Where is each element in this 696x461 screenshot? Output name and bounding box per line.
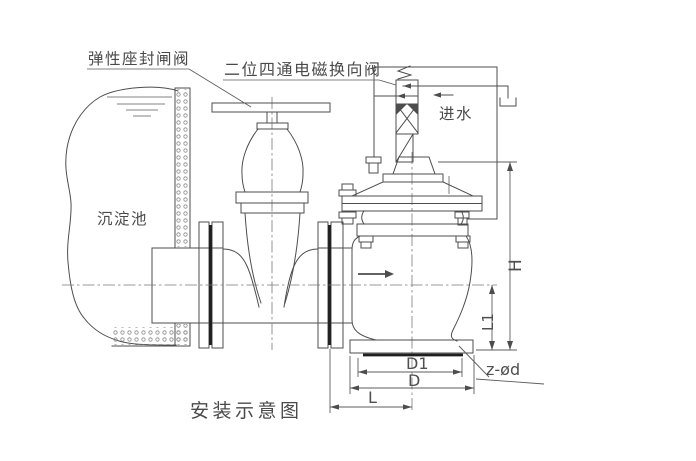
bolt-holes-label: z-ød bbox=[486, 360, 520, 379]
water-inlet-label: 进水 bbox=[439, 105, 473, 123]
drain-line bbox=[402, 83, 517, 107]
valve-bonnet bbox=[235, 128, 309, 214]
dimension-D-label: D bbox=[408, 371, 420, 390]
drain-tank-icon bbox=[499, 97, 517, 107]
flow-direction-arrow-icon bbox=[358, 270, 394, 278]
solenoid-valve-symbol bbox=[395, 65, 419, 163]
tank-wall bbox=[174, 87, 191, 346]
cover-bolt-left-lower bbox=[338, 211, 357, 225]
bolt-holes-callout: z-ød bbox=[458, 345, 545, 385]
dimension-lines: H L1 D1 D L z-ød bbox=[329, 161, 545, 413]
tank-floor bbox=[111, 327, 191, 347]
control-port-fitting bbox=[454, 211, 470, 226]
cover-bolt-fitting-top bbox=[365, 156, 382, 174]
dimension-H-label: H bbox=[506, 259, 526, 272]
body-bolt-right bbox=[455, 235, 471, 249]
body-bolt-left bbox=[358, 235, 374, 249]
gate-valve-label: 弹性座封闸阀 bbox=[88, 50, 190, 68]
stem-nut bbox=[256, 122, 289, 130]
cover-bolt-left-upper bbox=[338, 183, 357, 197]
inlet-pipe bbox=[151, 247, 353, 324]
outlet-flange bbox=[349, 339, 474, 354]
dimension-L-label: L bbox=[368, 388, 377, 407]
gate-valve bbox=[198, 97, 344, 350]
solenoid-valve-circuit: 进水 bbox=[373, 65, 517, 220]
callout-gate-valve: 弹性座封闸阀 bbox=[87, 50, 252, 108]
solenoid-valve-label: 二位四通电磁换向阀 bbox=[224, 60, 382, 79]
sedimentation-tank: 沉淀池 bbox=[65, 86, 191, 347]
dimension-L1: L1 bbox=[479, 285, 497, 350]
pilot-piping bbox=[373, 66, 498, 220]
dimension-D: D bbox=[350, 371, 474, 391]
valve-body bbox=[222, 212, 319, 308]
cover-flange bbox=[341, 195, 483, 212]
dimension-D1: D1 bbox=[358, 354, 462, 375]
diagram-caption: 安装示意图 bbox=[190, 400, 303, 422]
handwheel bbox=[211, 102, 331, 113]
actuator-dome bbox=[351, 156, 474, 197]
spring-icon bbox=[396, 65, 413, 80]
dimension-D1-label: D1 bbox=[406, 354, 429, 373]
water-level-icon bbox=[107, 96, 172, 117]
dimension-H: H bbox=[506, 162, 526, 350]
body-right-outline bbox=[450, 235, 473, 342]
body-left-outline bbox=[351, 235, 377, 341]
valve-stem bbox=[266, 111, 278, 124]
callout-solenoid-valve: 二位四通电磁换向阀 bbox=[223, 60, 397, 86]
dimension-L1-label: L1 bbox=[479, 313, 497, 331]
inlet-flow-arrow-icon bbox=[433, 92, 454, 98]
diaphragm-valve bbox=[338, 152, 483, 410]
tank-label: 沉淀池 bbox=[97, 210, 148, 228]
dimension-L: L bbox=[330, 388, 412, 410]
body-mid-flange bbox=[356, 223, 469, 237]
